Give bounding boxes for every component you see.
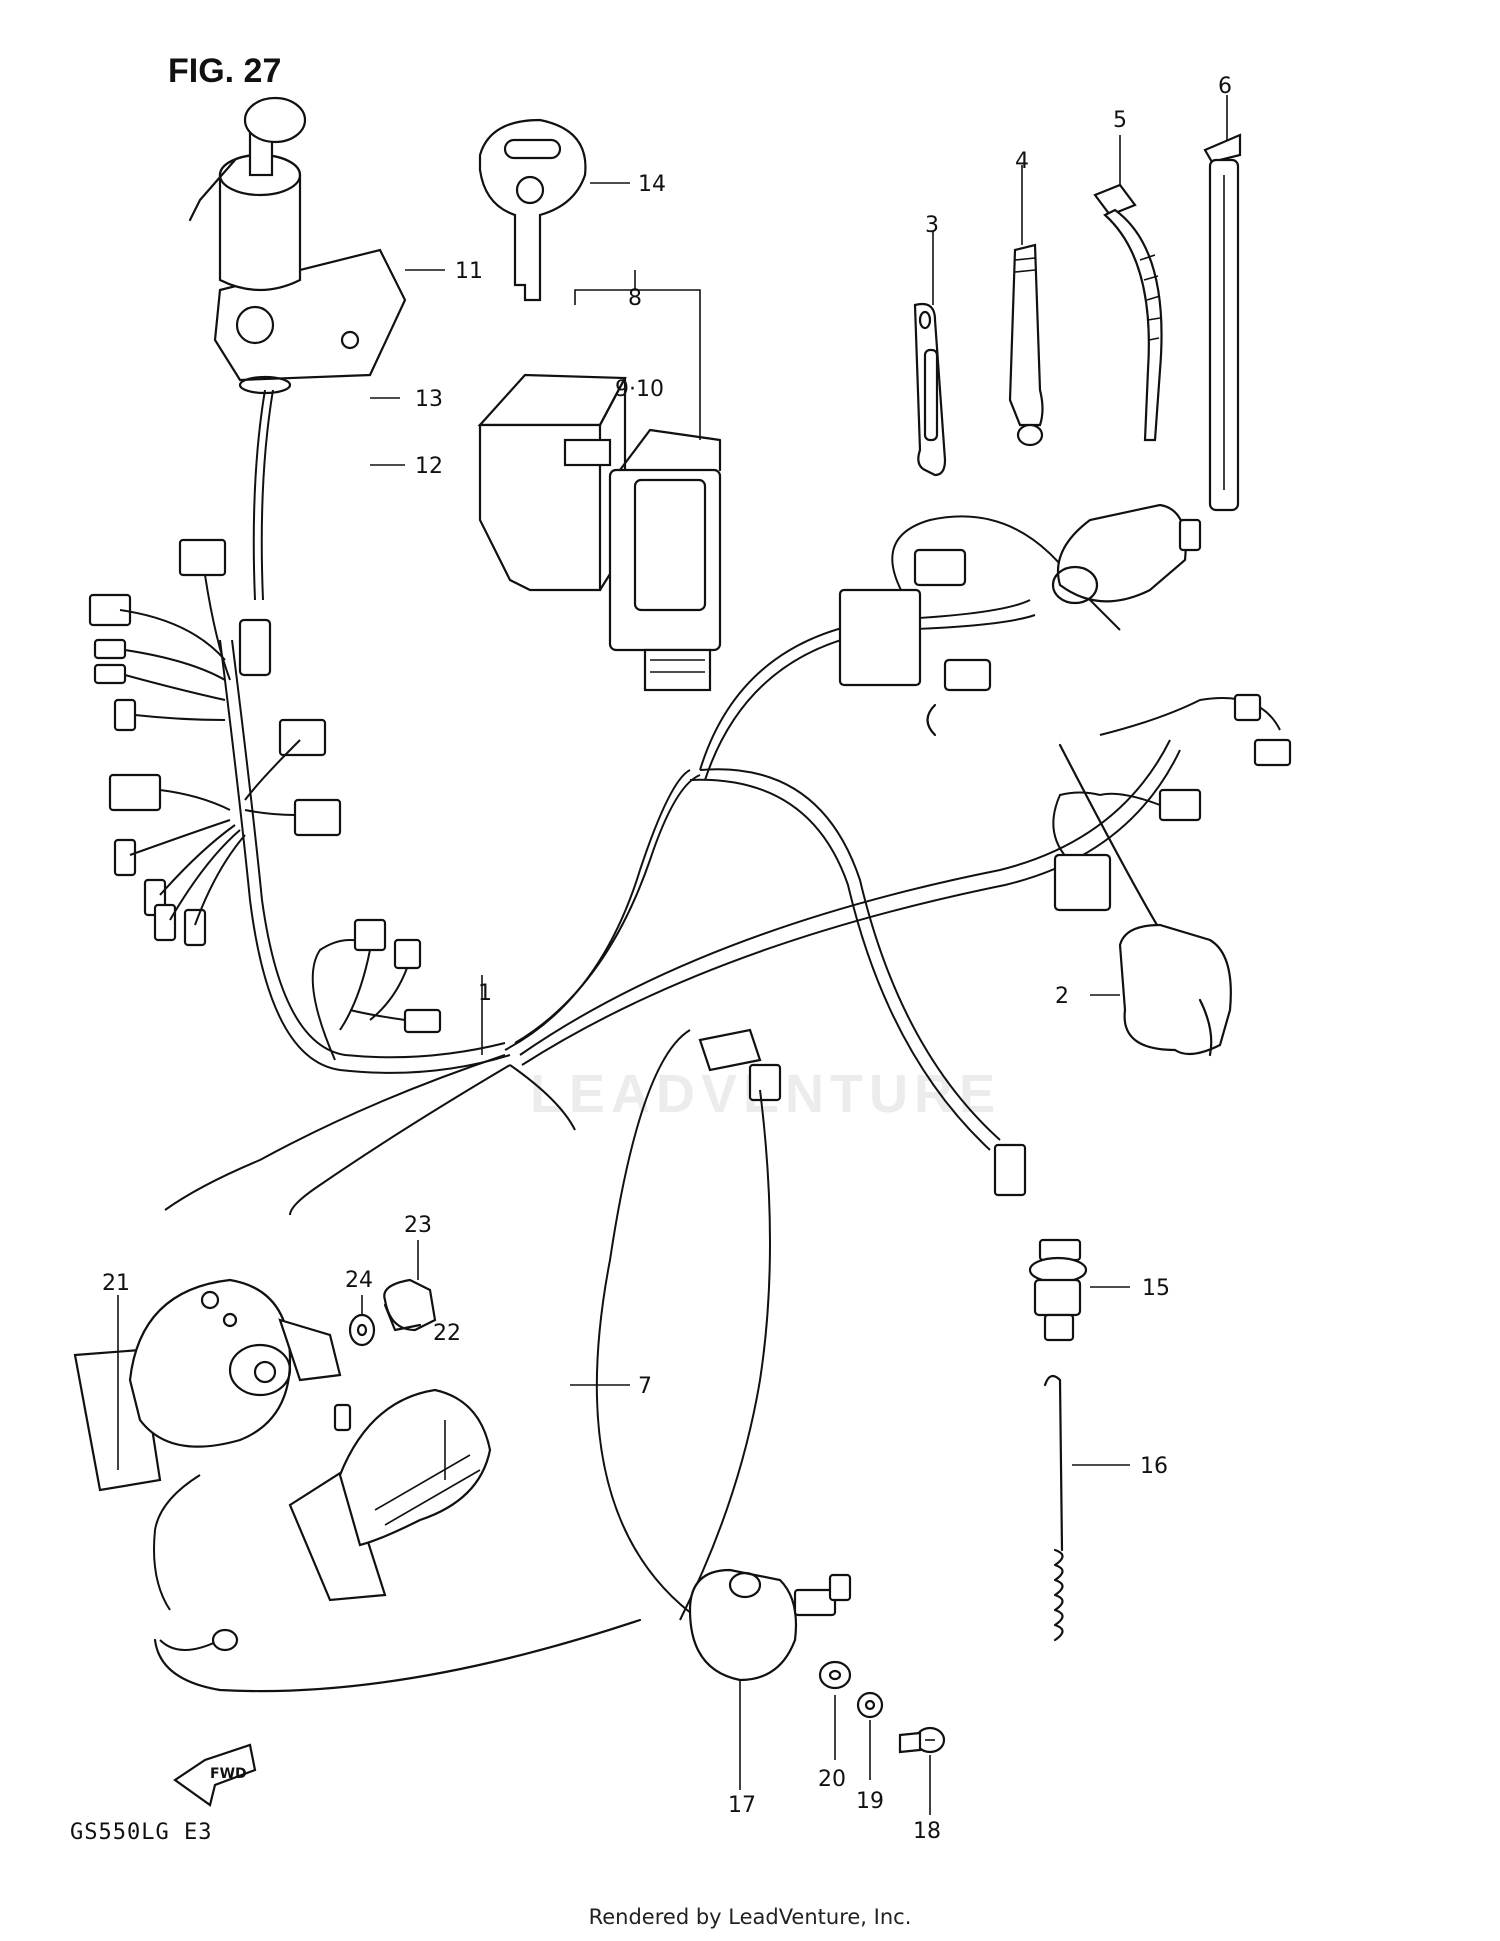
fwd-arrow-icon: FWD xyxy=(173,1743,257,1807)
callout-3: 3 xyxy=(925,213,939,238)
leader-lines xyxy=(117,95,1228,1815)
wiring-harness[interactable] xyxy=(164,515,1281,1216)
brake-switch-cable[interactable] xyxy=(570,1028,771,1621)
cover-cap[interactable] xyxy=(1058,743,1232,1057)
rear-brake-switch[interactable] xyxy=(688,1568,852,1790)
key[interactable] xyxy=(478,118,630,302)
callout-19: 19 xyxy=(856,1789,884,1814)
callout-labels: 1 2 3 4 5 6 7 8 9·10 11 12 13 14 15 16 1… xyxy=(102,74,1232,1844)
right-connectors[interactable] xyxy=(748,548,1292,1197)
lock-washer-19[interactable] xyxy=(856,1691,884,1719)
washer-24[interactable] xyxy=(348,1313,376,1347)
callout-24: 24 xyxy=(345,1268,373,1293)
callout-1: 1 xyxy=(478,981,492,1006)
ignition-switch[interactable] xyxy=(188,96,407,601)
horn-22[interactable] xyxy=(288,1388,492,1602)
callout-5: 5 xyxy=(1113,108,1127,133)
callout-13: 13 xyxy=(415,387,443,412)
callout-18: 18 xyxy=(913,1819,941,1844)
wire-clamp-3[interactable] xyxy=(913,302,947,477)
callout-14: 14 xyxy=(638,172,666,197)
figure-title: FIG. 27 xyxy=(168,52,282,90)
neutral-switch[interactable] xyxy=(1028,1238,1130,1342)
cable-tie-6[interactable] xyxy=(1203,133,1242,512)
callout-16: 16 xyxy=(1140,1454,1168,1479)
harness-connectors[interactable] xyxy=(88,538,442,1034)
callout-20: 20 xyxy=(818,1767,846,1792)
callout-6: 6 xyxy=(1218,74,1232,99)
horn-ground-wire[interactable] xyxy=(153,1474,642,1693)
render-credit: Rendered by LeadVenture, Inc. xyxy=(588,1905,912,1929)
fwd-label: FWD xyxy=(210,1766,247,1782)
callout-22: 22 xyxy=(433,1321,461,1346)
callout-12: 12 xyxy=(415,454,443,479)
horn-21[interactable] xyxy=(73,1278,342,1492)
callout-17: 17 xyxy=(728,1793,756,1818)
control-unit-assembly[interactable] xyxy=(477,270,722,692)
callout-7: 7 xyxy=(638,1374,652,1399)
callout-15: 15 xyxy=(1142,1276,1170,1301)
cable-tie-5[interactable] xyxy=(1093,183,1163,442)
model-code: GS550LG E3 xyxy=(70,1820,213,1845)
callout-8: 8 xyxy=(628,286,642,311)
washer-20[interactable] xyxy=(818,1660,852,1690)
callout-4: 4 xyxy=(1015,149,1029,174)
callout-23: 23 xyxy=(404,1213,432,1238)
spring-rod[interactable] xyxy=(1043,1374,1130,1642)
wire-clamp-4[interactable] xyxy=(1008,243,1044,447)
screw-18[interactable] xyxy=(898,1726,946,1754)
callout-9-10: 9·10 xyxy=(615,377,664,402)
coil-unit[interactable] xyxy=(1051,503,1202,605)
callout-2: 2 xyxy=(1055,984,1069,1009)
callout-21: 21 xyxy=(102,1271,130,1296)
bolt-23[interactable] xyxy=(383,1278,437,1332)
callout-11: 11 xyxy=(455,259,483,284)
